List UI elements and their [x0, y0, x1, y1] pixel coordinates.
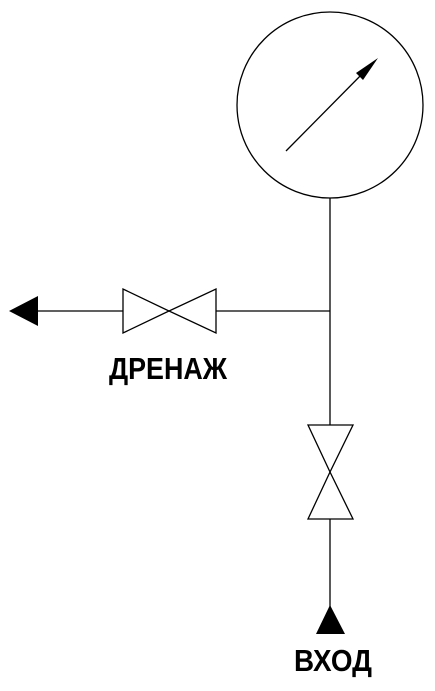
- gauge-needle-tip: [356, 58, 378, 80]
- gauge-dial: [236, 11, 424, 199]
- inlet-label: ВХОД: [294, 643, 372, 678]
- gate-valve-icon: [306, 424, 355, 520]
- pressure-gauge-icon: [236, 11, 424, 199]
- gauge-needle: [285, 66, 370, 152]
- arrow-left-icon: [9, 296, 38, 326]
- arrow-up-icon: [316, 605, 345, 634]
- drain-label: ДРЕНАЖ: [109, 351, 228, 386]
- gate-valve-icon: [122, 287, 217, 335]
